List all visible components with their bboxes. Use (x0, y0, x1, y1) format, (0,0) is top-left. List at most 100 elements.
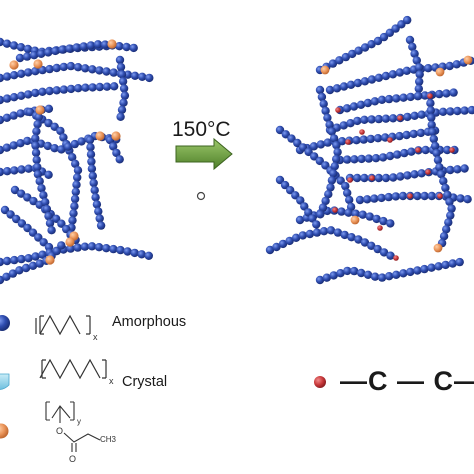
chain-bead (374, 73, 384, 83)
acetate-group-bead (33, 59, 43, 69)
chain-bead (344, 208, 353, 217)
chain-bead (319, 227, 329, 236)
chain-bead (408, 42, 417, 51)
chain-bead (346, 80, 356, 90)
chain-bead (281, 130, 290, 139)
chain-bead (414, 91, 423, 101)
chain-bead (438, 107, 448, 117)
acetate-group-bead (350, 215, 360, 225)
chain-bead (388, 114, 398, 123)
chain-bead (130, 248, 139, 258)
chain-bead (86, 143, 95, 152)
chain-bead (6, 210, 15, 219)
carbonyl-oxygen: O (69, 454, 76, 464)
chain-bead (333, 147, 342, 157)
chain-bead (74, 84, 83, 93)
chain-bead (378, 153, 388, 162)
temperature-label: 150°C (172, 118, 231, 141)
chain-bead (453, 165, 462, 174)
chain-bead (413, 266, 422, 275)
chain-bead (22, 52, 32, 61)
legend-acetate-bead-icon (0, 423, 9, 439)
chain-bead (433, 155, 443, 165)
legend-amorphous-bead-icon (0, 315, 10, 331)
chain-bead (377, 273, 387, 282)
chain-bead (38, 65, 47, 75)
chain-bead (399, 269, 408, 278)
chain-bead (72, 43, 81, 52)
chain-bead (395, 131, 404, 141)
chain-bead (437, 170, 446, 179)
chain-bead (446, 165, 455, 175)
chain-bead (443, 190, 452, 200)
chain-bead (328, 59, 338, 68)
chain-bead (329, 134, 339, 143)
chain-bead (348, 49, 357, 59)
chain-bead (428, 127, 437, 137)
chain-bead (424, 63, 433, 73)
chain-bead (47, 226, 56, 235)
methyl-group: CH3 (100, 435, 117, 444)
amorphous-label: Amorphous (112, 314, 187, 330)
chain-bead (308, 214, 317, 223)
chain-bead (413, 191, 422, 201)
chain-bead (427, 120, 436, 129)
chain-bead (25, 107, 35, 117)
chain-bead (57, 145, 66, 154)
chain-bead (10, 166, 19, 175)
chain-bead (374, 173, 383, 183)
chain-bead (434, 262, 443, 271)
chain-bead (373, 134, 383, 143)
chain-bead (319, 99, 328, 109)
crosslinked-polymer-network (265, 15, 474, 285)
chain-bead (426, 106, 435, 115)
chain-bead (90, 186, 99, 195)
chain-bead (81, 64, 90, 73)
chain-bead (86, 150, 96, 159)
chain-bead (44, 211, 53, 221)
chain-bead (93, 40, 103, 49)
chain-bead (138, 72, 147, 82)
chain-bead (45, 219, 55, 228)
chain-bead (406, 267, 415, 277)
chain-bead (315, 85, 325, 95)
crystal-subscript: x (109, 376, 114, 386)
chain-bead (441, 183, 450, 193)
chain-bead (57, 241, 66, 250)
chain-bead (463, 195, 472, 204)
chain-bead (109, 244, 118, 254)
chain-bead (409, 129, 418, 139)
chain-bead (367, 241, 376, 250)
uncrosslinked-polymer-network (0, 37, 154, 285)
chain-bead (374, 114, 383, 124)
chain-bead (410, 170, 419, 179)
chain-bead (12, 214, 21, 224)
chain-bead (443, 145, 452, 155)
chain-bead (403, 112, 412, 122)
crosslink-point (407, 193, 413, 199)
chain-bead (391, 24, 400, 33)
chain-bead (39, 191, 48, 200)
chain-bead (32, 127, 41, 136)
chain-bead (34, 233, 43, 242)
chain-bead (68, 216, 77, 225)
chain-bead (15, 53, 25, 63)
chain-bead (351, 209, 360, 218)
acetate-group-bead (433, 243, 443, 253)
chain-bead (379, 248, 389, 257)
chain-bead (9, 41, 19, 50)
chain-bead (17, 69, 26, 79)
chain-bead (17, 91, 26, 101)
chain-bead (304, 147, 313, 157)
chain-bead (116, 112, 125, 122)
chain-bead (24, 68, 33, 77)
chain-bead (52, 246, 61, 256)
chain-bead (346, 119, 355, 128)
chain-bead (286, 186, 295, 195)
chain-bead (384, 192, 393, 202)
chain-bead (414, 63, 424, 72)
chain-bead (431, 141, 440, 151)
chain-bead (73, 243, 82, 252)
chain-bead (360, 173, 369, 183)
